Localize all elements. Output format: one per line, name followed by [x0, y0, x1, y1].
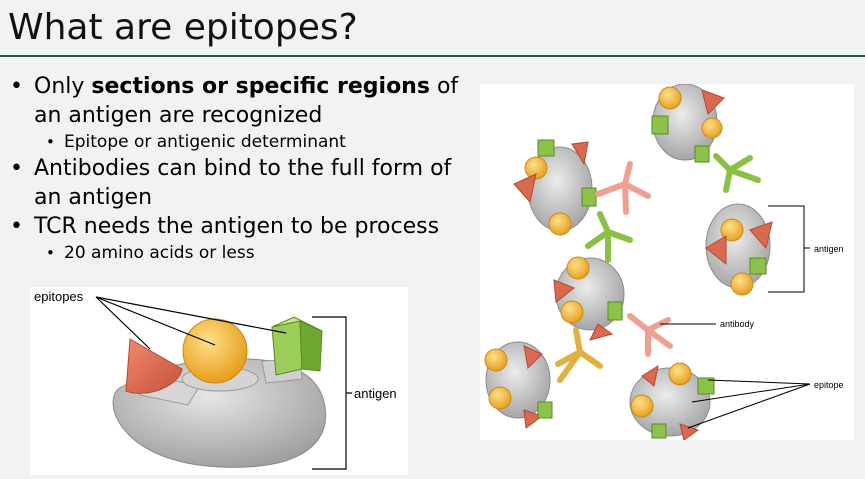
epitope-pointer — [95, 296, 151, 350]
epitope-pointer — [691, 383, 811, 403]
antibody-salmon — [627, 313, 673, 357]
antigen-cell — [513, 139, 597, 236]
antigen-cell — [629, 362, 715, 441]
bullet-text: of an antigen are recognized — [34, 74, 459, 128]
sphere-epitope — [182, 318, 248, 384]
cone-epitope — [125, 338, 183, 394]
bullet-item: TCR needs the antigen to be process — [8, 212, 478, 241]
sub-bullet-item: 20 amino acids or less — [8, 241, 478, 265]
epitope-pointer — [707, 379, 811, 385]
antibody-salmon — [595, 161, 651, 215]
epitope-pointer — [95, 296, 216, 346]
title-divider — [0, 55, 865, 57]
slide-title: What are epitopes? — [8, 7, 358, 48]
sub-bullet-item: Epitope or antigenic determinant — [8, 130, 478, 154]
epitopes-label: epitopes — [34, 289, 84, 304]
cube-epitope-side — [299, 320, 323, 372]
antigen-label: antigen — [814, 244, 844, 254]
bullet-item: Only sections or specific regions of an … — [8, 72, 478, 130]
antigen-cell — [553, 256, 625, 341]
epitope-pointer — [687, 383, 811, 429]
antigen-illustration: epitopes antigen — [34, 289, 397, 470]
cube-epitope-front — [271, 320, 303, 376]
antigen-label: antigen — [354, 386, 397, 401]
antigen-cell — [651, 83, 725, 163]
bullet-text: Only — [34, 74, 92, 99]
antibody-green — [585, 211, 633, 263]
antigen-cell — [484, 341, 553, 429]
bullet-item: Antibodies can bind to the full form of … — [8, 154, 478, 212]
antigen-diagram: epitopes antigen — [30, 287, 408, 475]
epitope-label: epitope — [814, 380, 844, 390]
antibody-green — [713, 153, 761, 193]
antigen-bracket — [768, 205, 810, 293]
cube-epitope-top — [271, 316, 323, 332]
antigen-cell — [705, 203, 773, 296]
antibody-gold — [555, 327, 603, 383]
epitope-pointer — [95, 296, 287, 334]
bullet-bold-text: sections or specific regions — [91, 74, 430, 99]
antibody-label: antibody — [720, 319, 755, 329]
antibody-binding-diagram: antigen antibody epitope — [480, 83, 854, 441]
antibody-binding-illustration: antigen antibody epitope — [484, 83, 844, 441]
antigen-bracket — [312, 316, 352, 470]
bullet-list: Only sections or specific regions of an … — [8, 72, 478, 265]
